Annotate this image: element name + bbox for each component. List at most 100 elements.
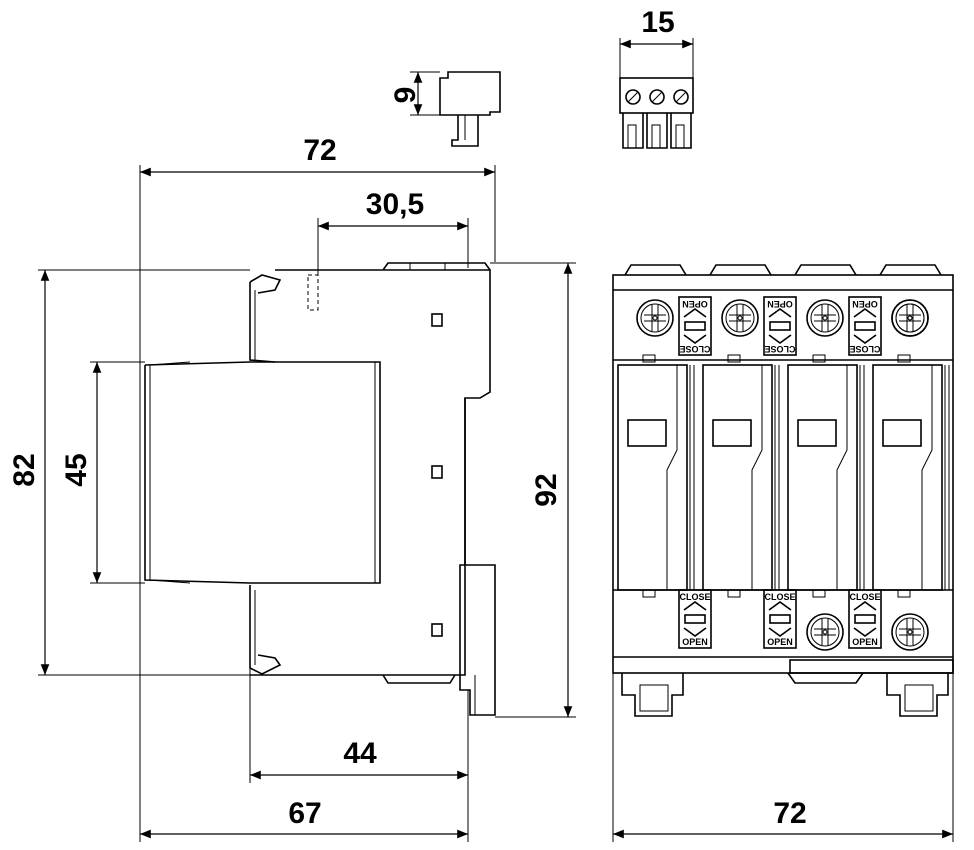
screw-slot <box>899 305 921 331</box>
open-close-tag: CLOSE OPEN <box>678 589 712 649</box>
open-close-tag: CLOSE OPEN <box>763 589 797 649</box>
catch-bottom <box>642 589 656 598</box>
front-view: OPENCLOSECLOSEOPENOPENCLOSECLOSEOPENOPEN… <box>612 264 954 717</box>
screw-icon <box>721 299 759 337</box>
screw-slot <box>899 619 921 645</box>
tag-label-bottom: OPEN <box>682 637 708 647</box>
screw-inner <box>895 303 925 333</box>
tag-frame <box>763 296 797 356</box>
screw-slot <box>814 619 836 645</box>
screw-icon <box>891 299 929 337</box>
catch-top <box>897 354 911 363</box>
module-edge-line <box>751 365 763 590</box>
dimension-label-67: 67 <box>288 797 321 830</box>
bottom-terminal-bump <box>787 672 864 684</box>
screw-center <box>737 315 743 321</box>
module-edge-line <box>666 365 678 590</box>
screw-inner <box>810 617 840 647</box>
arrow-icon <box>683 308 707 344</box>
catch-bottom <box>897 589 911 598</box>
side-view <box>144 262 496 716</box>
indicator-square <box>431 465 443 479</box>
arrow-icon <box>853 308 877 344</box>
dimension-label-30-5: 30,5 <box>366 188 424 221</box>
dimension-label-72-side: 72 <box>303 134 336 167</box>
screw-center <box>822 629 828 635</box>
tag-label-top: CLOSE <box>679 592 710 602</box>
module-label-window <box>882 419 922 447</box>
tag-label-bottom: OPEN <box>767 637 793 647</box>
connector-front-view: 15 <box>619 6 694 149</box>
screw-inner <box>640 303 670 333</box>
tag-label-top: CLOSE <box>849 592 880 602</box>
tag-label-top: OPEN <box>682 299 708 309</box>
module-label-window <box>712 419 752 447</box>
arrow-icon <box>853 601 877 637</box>
module-label-window <box>627 419 667 447</box>
screw-outer <box>806 299 844 337</box>
module-label-window <box>797 419 837 447</box>
top-terminal-bump <box>624 264 687 276</box>
dimension-label-92: 92 <box>530 473 563 506</box>
screw-icon <box>806 299 844 337</box>
screw-slot <box>899 305 921 331</box>
slider-bar <box>769 321 791 331</box>
din-rail-foot <box>886 673 949 717</box>
open-close-tag-inverted: OPEN CLOSE <box>678 296 712 356</box>
tag-label-bottom: CLOSE <box>849 344 880 354</box>
top-terminal-bump <box>709 264 772 276</box>
screw-slot <box>814 305 836 331</box>
tag-frame <box>763 589 797 649</box>
tag-label-bottom: OPEN <box>852 637 878 647</box>
slider-bar <box>684 321 706 331</box>
catch-top <box>642 354 656 363</box>
catch-bottom <box>727 589 741 598</box>
screw-icon <box>891 613 929 651</box>
open-close-tag: CLOSE OPEN <box>848 589 882 649</box>
screw-center <box>822 315 828 321</box>
tag-label-bottom: CLOSE <box>764 344 795 354</box>
dimension-label-9: 9 <box>389 87 422 104</box>
top-terminal-bump <box>879 264 942 276</box>
front-dimensions: 72 <box>612 673 954 842</box>
catch-top <box>727 354 741 363</box>
indicator-square <box>431 623 443 637</box>
tag-frame <box>678 296 712 356</box>
arrow-icon <box>768 308 792 344</box>
tag-frame <box>678 589 712 649</box>
screw-slot <box>644 305 666 331</box>
dimension-label-82: 82 <box>8 453 41 486</box>
tag-frame <box>848 589 882 649</box>
tag-label-bottom: CLOSE <box>679 344 710 354</box>
screw-center <box>907 315 913 321</box>
screw-inner <box>725 303 755 333</box>
module-edge-line <box>836 365 848 590</box>
module-gap <box>774 365 780 590</box>
slider-bar <box>684 614 706 624</box>
tag-label-top: CLOSE <box>764 592 795 602</box>
catch-bottom <box>812 589 826 598</box>
connector-side-view: 9 <box>389 71 501 147</box>
arrow-icon <box>768 601 792 637</box>
tag-frame <box>848 296 882 356</box>
din-rail-foot <box>621 673 684 717</box>
module-gap <box>689 365 695 590</box>
din-foot-inner <box>639 684 669 712</box>
screw-outer <box>891 613 929 651</box>
screw-outer <box>721 299 759 337</box>
din-foot-inner <box>904 684 934 712</box>
screw-slot <box>729 305 751 331</box>
screw-center <box>652 315 658 321</box>
top-terminal-bump <box>794 264 857 276</box>
screw-inner <box>895 617 925 647</box>
slider-bar <box>854 614 876 624</box>
tag-label-top: OPEN <box>852 299 878 309</box>
screw-outer <box>806 613 844 651</box>
dimension-label-44: 44 <box>343 737 377 770</box>
module-gap <box>944 365 950 590</box>
screw-icon <box>806 613 844 651</box>
arrow-icon <box>683 601 707 637</box>
screw-outer <box>636 299 674 337</box>
